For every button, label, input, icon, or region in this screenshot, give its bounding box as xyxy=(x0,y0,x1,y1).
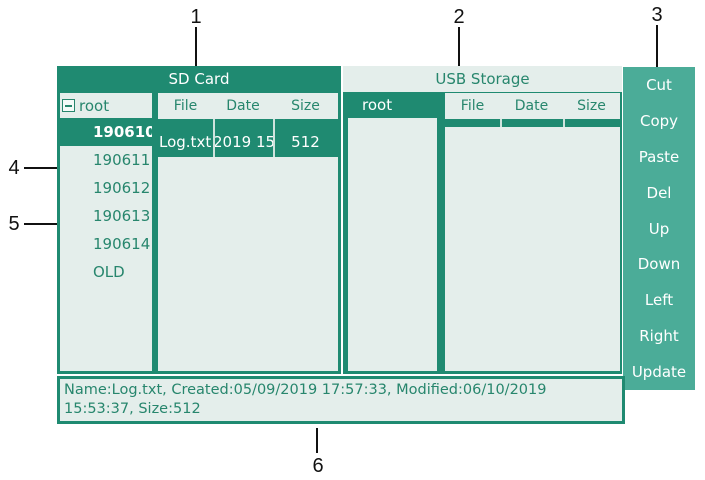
sd-tree-item-selected[interactable]: 190610 xyxy=(93,123,156,141)
sd-tree-item[interactable]: OLD xyxy=(93,263,125,281)
sd-file-list-area[interactable] xyxy=(158,157,338,371)
usb-file-list-area[interactable] xyxy=(445,127,620,371)
sd-tree-panel: root 190610 190611 190612 190613 190614 … xyxy=(57,92,156,374)
callout-6-label: 6 xyxy=(312,455,324,477)
sd-card-panel-title: SD Card xyxy=(57,66,341,92)
usb-file-list-panel: File Date Size xyxy=(440,92,622,374)
callout-6-line xyxy=(316,428,318,453)
sidebar-button-cut[interactable]: Cut xyxy=(646,75,672,94)
sd-file-list-header: File Date Size xyxy=(158,93,338,119)
sd-tree-items-area: 190611 190612 190613 190614 OLD xyxy=(60,146,152,371)
sd-tree-item[interactable]: 190614 xyxy=(93,235,151,253)
usb-column-header-size: Size xyxy=(577,98,606,114)
sidebar-button-del[interactable]: Del xyxy=(646,183,672,202)
usb-file-list-header: File Date Size xyxy=(445,93,620,119)
sidebar-button-copy[interactable]: Copy xyxy=(639,111,679,130)
sidebar-button-down[interactable]: Down xyxy=(637,255,681,274)
minus-glyph xyxy=(65,104,72,107)
sidebar-button-right[interactable]: Right xyxy=(639,327,679,346)
callout-1-line xyxy=(195,27,197,66)
usb-tree-items-area[interactable] xyxy=(348,118,437,371)
column-divider xyxy=(500,119,502,127)
sd-file-row-selected[interactable]: Log.txt 2019 15 512 xyxy=(152,127,338,156)
callout-5-label: 5 xyxy=(8,213,20,235)
sidebar-menu: Cut Copy Paste Del Up Down Left Right Up… xyxy=(623,67,695,390)
callout-4-line xyxy=(24,167,65,169)
usb-tree-panel: root xyxy=(343,92,440,374)
callout-3-label: 3 xyxy=(651,4,663,26)
sd-tree-item[interactable]: 190611 xyxy=(93,151,151,169)
sd-tree-root-row[interactable]: root xyxy=(60,93,152,118)
file-date-cell: 2019 15 xyxy=(213,132,276,151)
usb-column-header-date: Date xyxy=(514,98,549,114)
file-name-cell: Log.txt xyxy=(159,132,212,151)
column-divider xyxy=(213,119,215,157)
callout-2-line xyxy=(458,27,460,66)
sd-tree-item[interactable]: 190612 xyxy=(93,179,151,197)
sd-tree-item[interactable]: 190613 xyxy=(93,207,151,225)
callout-4-label: 4 xyxy=(8,157,20,179)
tree-collapse-minus-icon[interactable] xyxy=(62,99,75,112)
callout-2-label: 2 xyxy=(453,6,465,28)
column-divider xyxy=(563,119,565,127)
sd-column-header-date: Date xyxy=(226,98,260,114)
sd-column-header-size: Size xyxy=(291,98,320,114)
file-size-cell: 512 xyxy=(291,132,320,151)
sidebar-button-update[interactable]: Update xyxy=(631,363,687,382)
sidebar-button-up[interactable]: Up xyxy=(648,219,670,238)
sd-column-header-file: File xyxy=(173,98,198,114)
sidebar-button-left[interactable]: Left xyxy=(644,291,674,310)
usb-column-header-file: File xyxy=(460,98,485,114)
status-line-2: 15:53:37, Size:512 xyxy=(64,401,201,417)
sd-file-list-panel: File Date Size Log.txt 2019 15 512 xyxy=(152,92,341,374)
callout-3-line xyxy=(656,25,658,68)
usb-tree-root-selected[interactable]: root xyxy=(362,96,393,114)
status-bar: Name:Log.txt, Created:05/09/2019 17:57:3… xyxy=(57,376,625,424)
column-divider xyxy=(273,119,275,157)
callout-1-label: 1 xyxy=(190,6,202,28)
status-line-1: Name:Log.txt, Created:05/09/2019 17:57:3… xyxy=(64,382,547,398)
sidebar-button-paste[interactable]: Paste xyxy=(638,147,680,166)
sd-tree-root-label: root xyxy=(79,96,110,115)
usb-storage-panel-title: USB Storage xyxy=(343,66,622,92)
